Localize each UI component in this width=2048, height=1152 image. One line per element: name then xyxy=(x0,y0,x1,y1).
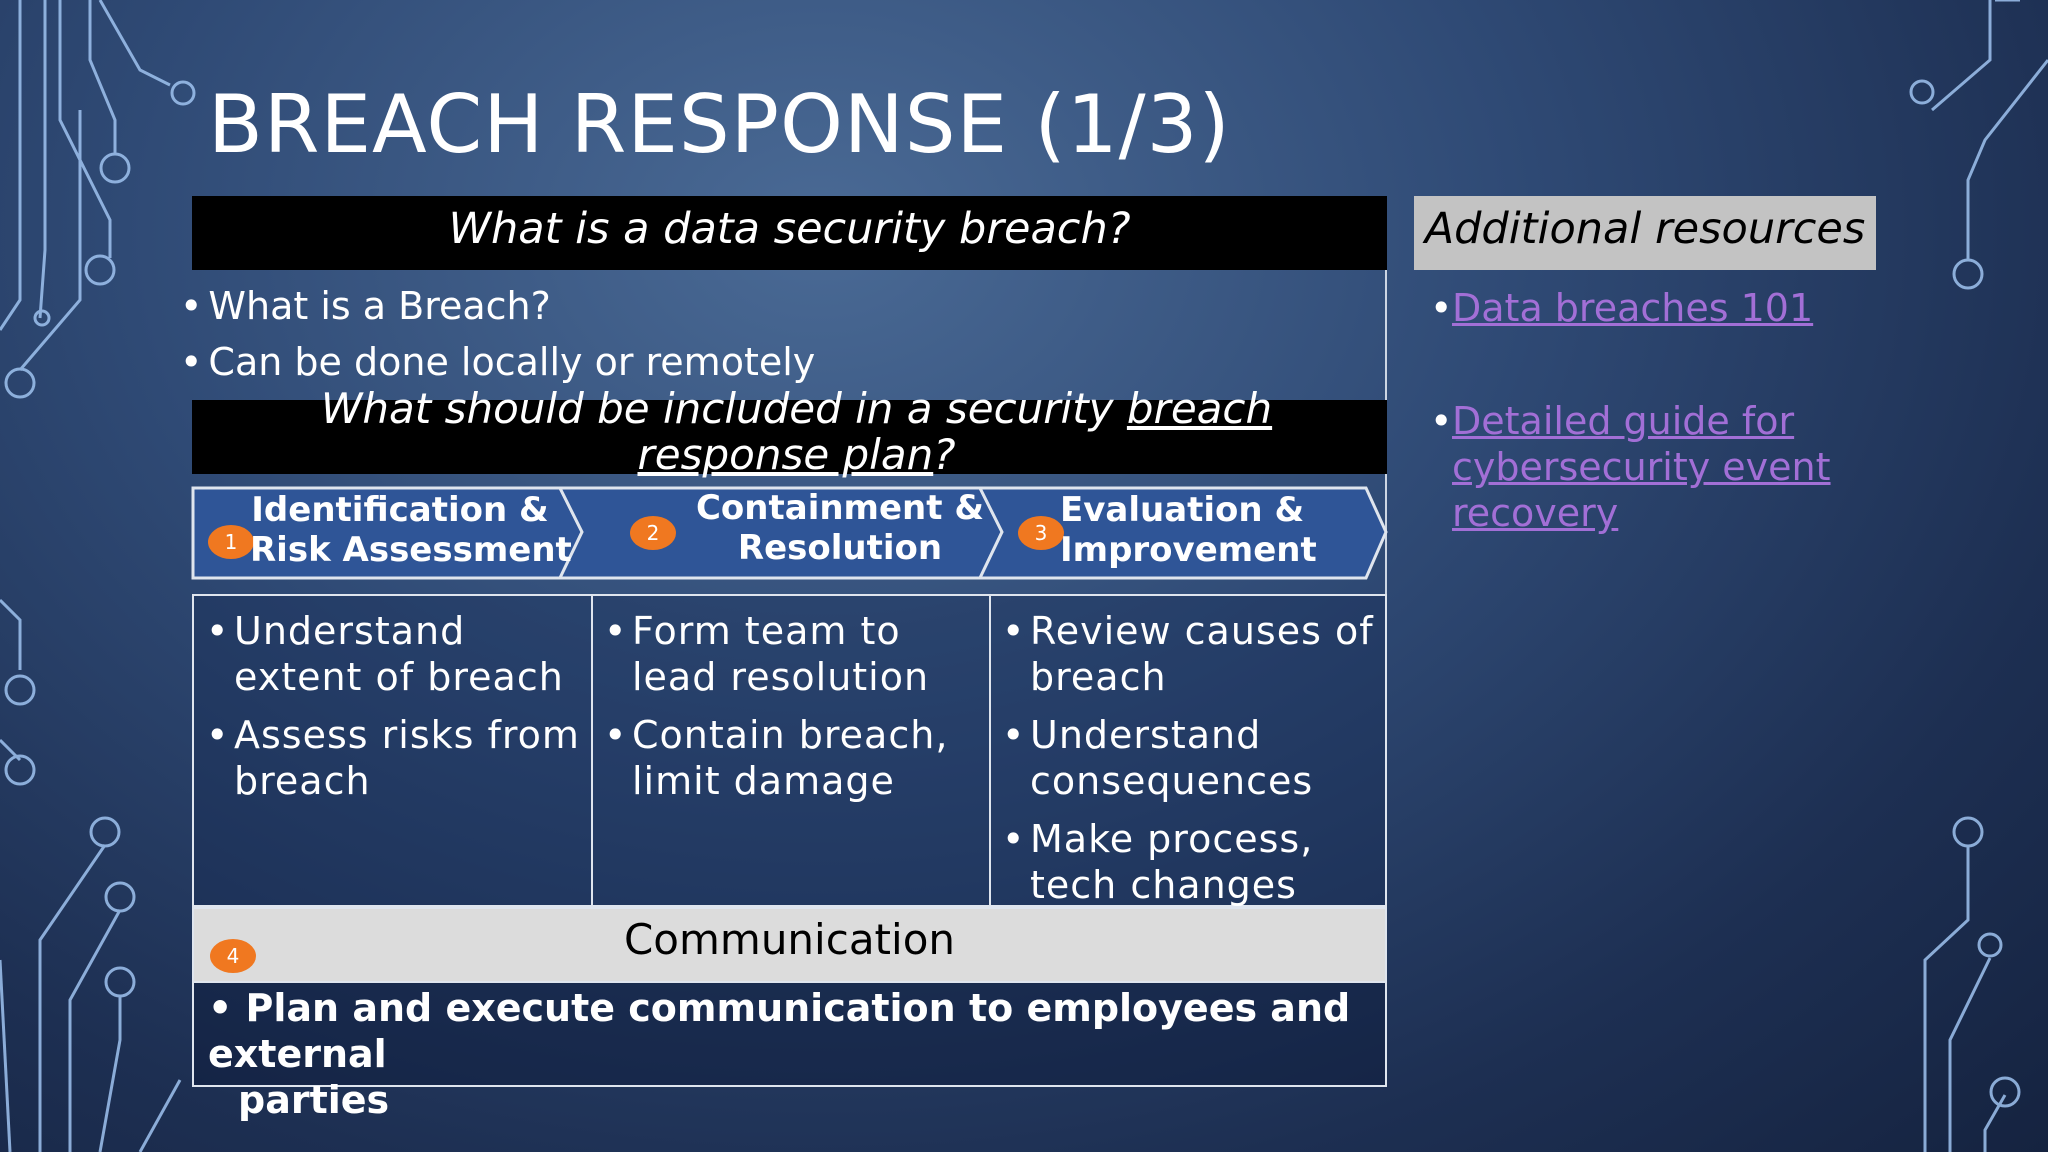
link-cybersecurity-recovery-guide[interactable]: Detailed guide for cybersecurity event r… xyxy=(1452,398,1831,536)
bullet-item: •What is a Breach? xyxy=(180,284,551,328)
link-line[interactable]: cybersecurity event xyxy=(1452,445,1831,489)
step-label-3: Evaluation & Improvement xyxy=(1060,490,1317,570)
step-label-line: Evaluation & xyxy=(1060,490,1305,530)
process-steps xyxy=(191,486,1388,580)
column-evaluation: Review causes of breach Understand conse… xyxy=(998,596,1383,908)
bullet-text: Can be done locally or remotely xyxy=(208,340,816,384)
step-badge-3: 3 xyxy=(1018,516,1064,550)
step-label-line: Improvement xyxy=(1060,530,1317,570)
step-badge-4: 4 xyxy=(210,939,256,973)
list-item: Form team to lead resolution xyxy=(600,608,990,700)
heading-text: What should be included in a security xyxy=(320,384,1127,433)
communication-line: parties xyxy=(238,1078,390,1122)
communication-title: Communication xyxy=(623,915,956,964)
heading-text: ? xyxy=(933,430,956,479)
bullet-item: •Can be done locally or remotely xyxy=(180,340,816,384)
section-heading-plan: What should be included in a security br… xyxy=(192,386,1387,478)
steps-detail-table: Understand extent of breach Assess risks… xyxy=(192,594,1387,907)
column-divider xyxy=(591,596,593,905)
list-item: Contain breach, limit damage xyxy=(600,712,990,804)
section-heading-breach: What is a data security breach? xyxy=(192,196,1387,270)
bullet-dot: • xyxy=(1430,286,1453,330)
bullet-text: What is a Breach? xyxy=(208,284,551,328)
list-item: Assess risks from breach xyxy=(202,712,587,804)
page-title: BREACH RESPONSE (1/3) xyxy=(208,78,1231,171)
column-divider xyxy=(989,596,991,905)
step-badge-2: 2 xyxy=(630,516,676,550)
communication-line: • Plan and execute communication to empl… xyxy=(208,986,1351,1076)
step-label-line: Resolution xyxy=(737,528,943,568)
link-line[interactable]: Detailed guide for xyxy=(1452,399,1795,443)
communication-header: 4 Communication xyxy=(192,907,1387,983)
list-item: Make process, tech changes xyxy=(998,816,1383,908)
resources-heading: Additional resources xyxy=(1414,196,1876,270)
link-line[interactable]: recovery xyxy=(1452,491,1619,535)
step-label-line: Identification & xyxy=(251,490,549,530)
step-label-1: Identification & Risk Assessment xyxy=(250,490,572,570)
list-item: Understand consequences xyxy=(998,712,1383,804)
link-data-breaches-101[interactable]: Data breaches 101 xyxy=(1452,286,1814,330)
column-containment: Form team to lead resolution Contain bre… xyxy=(600,596,990,804)
communication-body: • Plan and execute communication to empl… xyxy=(192,983,1387,1122)
step-badge-1: 1 xyxy=(208,525,254,559)
step-label-line: Containment & xyxy=(695,488,984,528)
breach-response-plan-link[interactable]: breach response plan xyxy=(637,384,1273,479)
list-item: Review causes of breach xyxy=(998,608,1383,700)
bullet-dot: • xyxy=(1430,399,1453,443)
step-shape-3 xyxy=(977,486,1388,580)
list-item: Understand extent of breach xyxy=(202,608,587,700)
column-identification: Understand extent of breach Assess risks… xyxy=(202,596,587,804)
step-label-2: Containment & Resolution xyxy=(690,488,990,568)
step-label-line: Risk Assessment xyxy=(250,530,572,570)
communication-text: • Plan and execute communication to empl… xyxy=(208,985,1385,1123)
